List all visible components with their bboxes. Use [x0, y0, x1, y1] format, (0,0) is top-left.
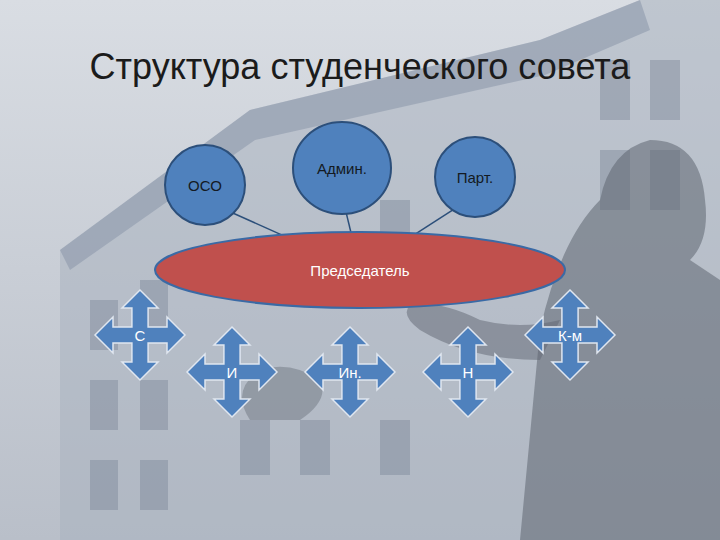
node-label: Ин. [338, 364, 361, 381]
commission-arrow: И [187, 327, 277, 417]
member-circle: Админ. [293, 122, 391, 214]
slide-title: Структура студенческого совета [0, 46, 720, 88]
title-text: Структура студенческого совета [90, 46, 631, 87]
node-label: Председатель [310, 262, 409, 279]
connector-line [416, 210, 452, 233]
node-label: Админ. [317, 160, 367, 177]
member-circle: Парт. [435, 137, 515, 217]
node-label: С [135, 327, 146, 344]
node-label: И [227, 364, 238, 381]
commission-arrow: Ин. [305, 327, 395, 417]
node-label: Парт. [457, 169, 494, 186]
commission-arrow: К-м [525, 290, 615, 380]
node-label: К-м [558, 327, 582, 344]
member-circle: ОСО [165, 145, 245, 225]
commission-arrow: С [95, 290, 185, 380]
commission-arrow: Н [423, 327, 513, 417]
connector-line [233, 213, 281, 235]
connector-line [346, 214, 350, 232]
node-label: ОСО [188, 177, 222, 194]
chair-ellipse: Председатель [155, 232, 565, 308]
node-label: Н [463, 364, 474, 381]
